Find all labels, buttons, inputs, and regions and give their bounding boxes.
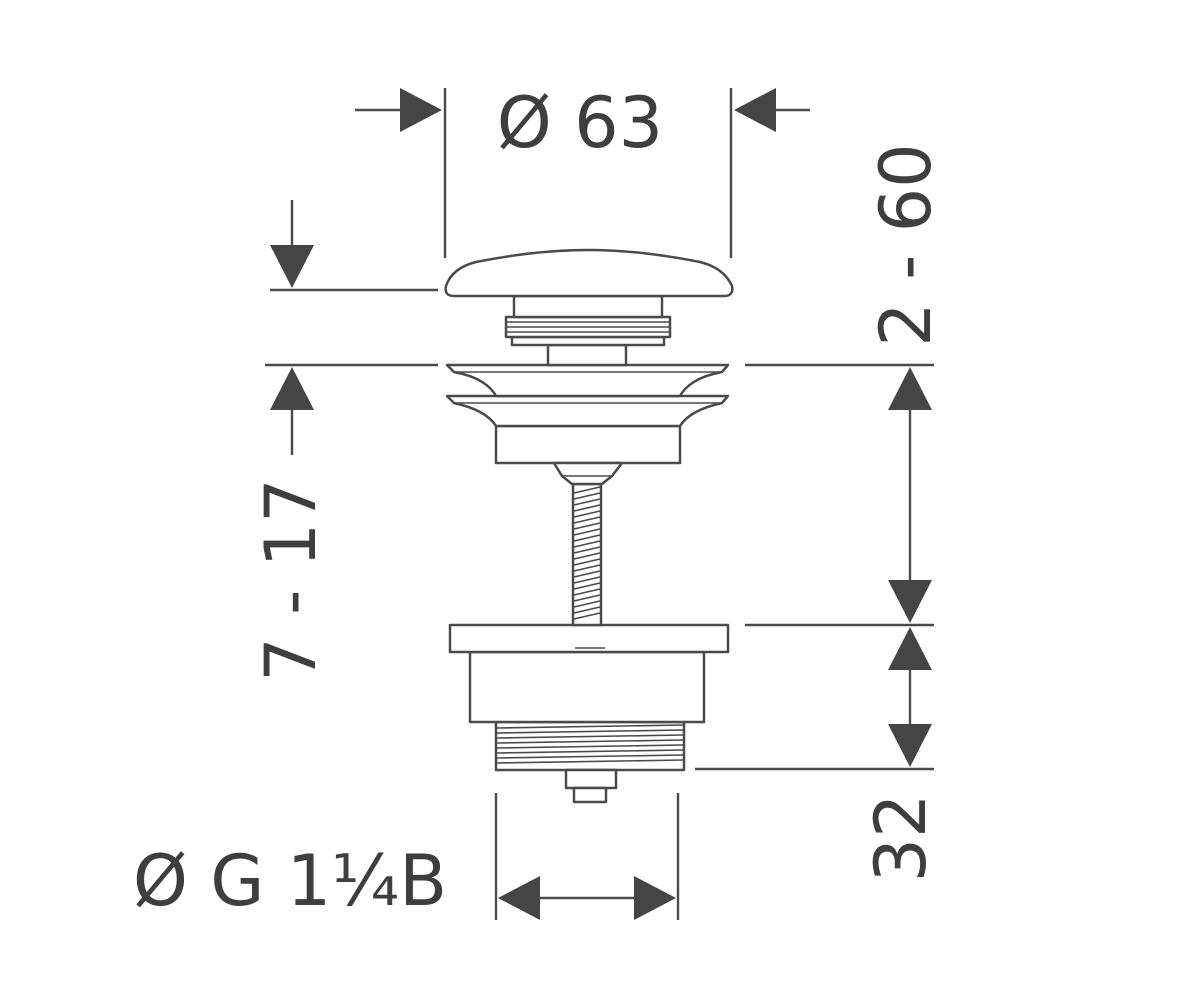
plug-upper-disc (445, 363, 730, 398)
spindle-thread-line (573, 498, 601, 506)
waste-body (468, 650, 706, 724)
spindle-thread-line (573, 534, 601, 542)
waste-flange (448, 623, 730, 654)
plug-travel-label: 7 - 17 (250, 478, 332, 681)
body-height-label: 32 (860, 793, 942, 882)
plug-body (494, 424, 682, 486)
thread-line (496, 739, 684, 744)
dimension-cap-diameter: Ø 63 (355, 82, 810, 258)
spindle-thread-line (573, 528, 601, 536)
tail-thread-lines (496, 724, 684, 764)
thread-line (496, 749, 684, 754)
thread-line (496, 754, 684, 759)
spindle-thread-line (573, 486, 601, 494)
spindle-thread-line (573, 552, 601, 560)
arrow-down (888, 580, 932, 623)
thread-line (496, 734, 684, 739)
spindle-thread-line (573, 522, 601, 530)
spindle-thread-line (573, 516, 601, 524)
arrow-right (634, 876, 676, 920)
spindle-thread-line (573, 612, 601, 620)
spindle-thread-line (573, 594, 601, 602)
dimension-thread: Ø G 1¼B (133, 793, 680, 922)
spindle-thread-line (573, 606, 601, 614)
spindle (571, 482, 603, 627)
spindle-thread-lines (573, 486, 601, 620)
spindle-thread-line (573, 510, 601, 518)
spindle-thread-line (573, 582, 601, 590)
threaded-tail (494, 720, 686, 772)
spindle-thread-line (573, 492, 601, 500)
dimension-plug-travel: 7 - 17 (250, 200, 438, 682)
cap-neck (504, 294, 672, 367)
drain-valve (444, 248, 734, 804)
spindle-thread-line (573, 558, 601, 566)
arrow-down (270, 245, 314, 288)
arrow-up (888, 627, 932, 670)
thread-line (496, 729, 684, 734)
spindle-thread-line (573, 588, 601, 596)
plug-lower-disc (445, 394, 730, 428)
spindle-thread-line (573, 504, 601, 512)
dimension-adjust-range: 2 - 60 (745, 143, 947, 627)
spindle-thread-line (573, 570, 601, 578)
arrow-left (498, 876, 540, 920)
plug-cap (444, 248, 734, 298)
dimension-body-height: 32 (695, 627, 942, 883)
spindle-thread-line (573, 600, 601, 608)
arrow-down (888, 724, 932, 767)
spindle-thread-line (573, 540, 601, 548)
spindle-thread-line (573, 576, 601, 584)
thread-line (496, 724, 684, 729)
spindle-thread-line (573, 564, 601, 572)
arrow-left (734, 88, 776, 132)
arrow-up (270, 367, 314, 410)
cap-diameter-label: Ø 63 (497, 82, 663, 164)
thread-line (496, 759, 684, 764)
spindle-thread-line (573, 546, 601, 554)
arrow-up (888, 367, 932, 410)
thread-line (496, 744, 684, 749)
outlet-pin (564, 768, 618, 804)
thread-label: Ø G 1¼B (133, 840, 447, 922)
arrow-right (400, 88, 442, 132)
adjust-range-label: 2 - 60 (865, 143, 947, 346)
